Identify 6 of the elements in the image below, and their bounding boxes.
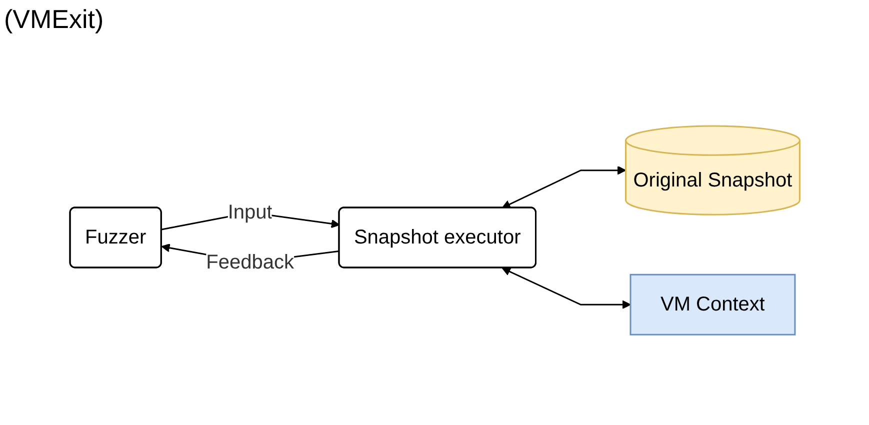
- note-text: (VMExit): [4, 4, 104, 35]
- edge-label: Input: [227, 201, 272, 224]
- node-box: VM Context: [629, 274, 796, 336]
- edge-label: Feedback: [206, 251, 294, 274]
- arrow: [502, 267, 631, 309]
- arrow: [502, 166, 626, 208]
